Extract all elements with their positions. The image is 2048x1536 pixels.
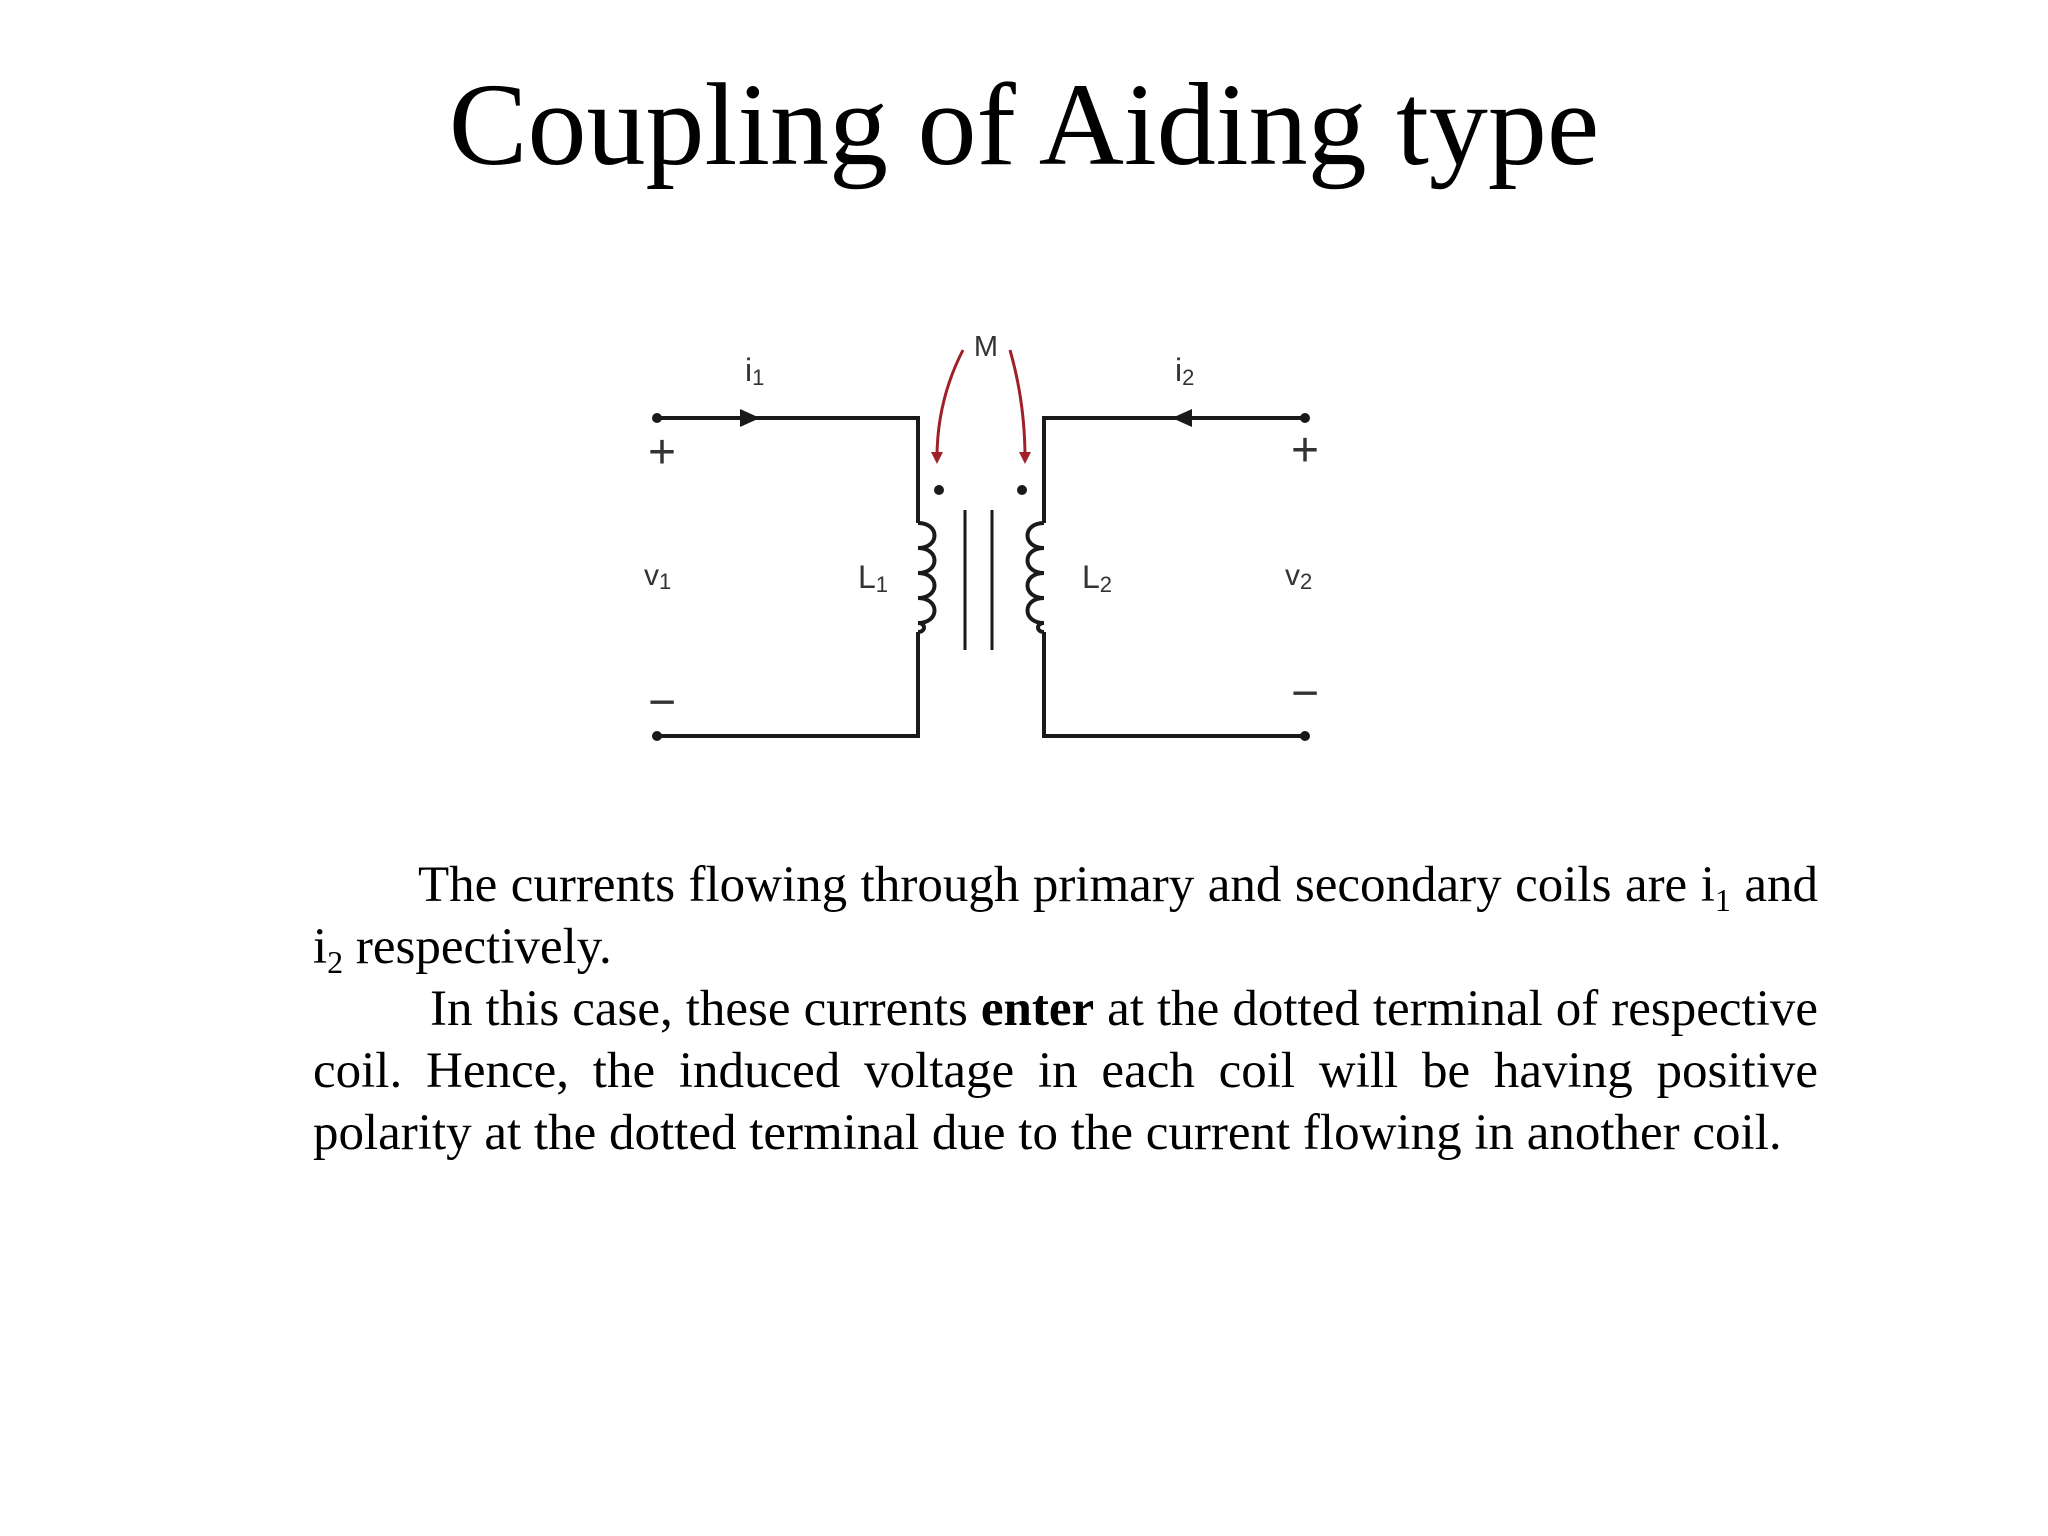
terminal-v2-plus: [1300, 413, 1310, 423]
primary-dot: [934, 485, 944, 495]
terminal-v2-minus: [1300, 731, 1310, 741]
label-M: M: [974, 331, 998, 363]
secondary-dot: [1017, 485, 1027, 495]
label-v2: v2: [1285, 559, 1312, 594]
secondary-wiring: [1042, 416, 1305, 738]
label-L1: L1: [858, 559, 888, 597]
primary-coil: [917, 521, 937, 634]
label-v2-minus: −: [1291, 667, 1319, 720]
label-i2: i2: [1175, 352, 1194, 390]
current-arrow-i2: [1172, 409, 1192, 427]
slide-title: Coupling of Aiding type: [448, 59, 1600, 190]
body-text: The currents flowing through primary and…: [313, 854, 1818, 1164]
terminal-v1-minus: [652, 731, 662, 741]
iron-core: [963, 510, 994, 650]
label-v1: v1: [644, 559, 671, 594]
label-v2-plus: +: [1291, 424, 1319, 477]
label-v1-plus: +: [648, 426, 676, 479]
paragraph-polarity: In this case, these currents enter at th…: [313, 981, 1818, 1161]
label-L2: L2: [1082, 559, 1112, 597]
secondary-coil: [1025, 521, 1045, 634]
terminal-v1-plus: [652, 413, 662, 423]
current-arrow-i1: [740, 409, 760, 427]
paragraph-currents: The currents flowing through primary and…: [313, 857, 1818, 980]
mutual-arrow-right: [1008, 349, 1031, 464]
emphasis-enter: enter: [980, 981, 1095, 1037]
label-v1-minus: −: [648, 676, 676, 729]
label-i1: i1: [745, 352, 764, 390]
mutual-arrow-left: [931, 349, 965, 464]
